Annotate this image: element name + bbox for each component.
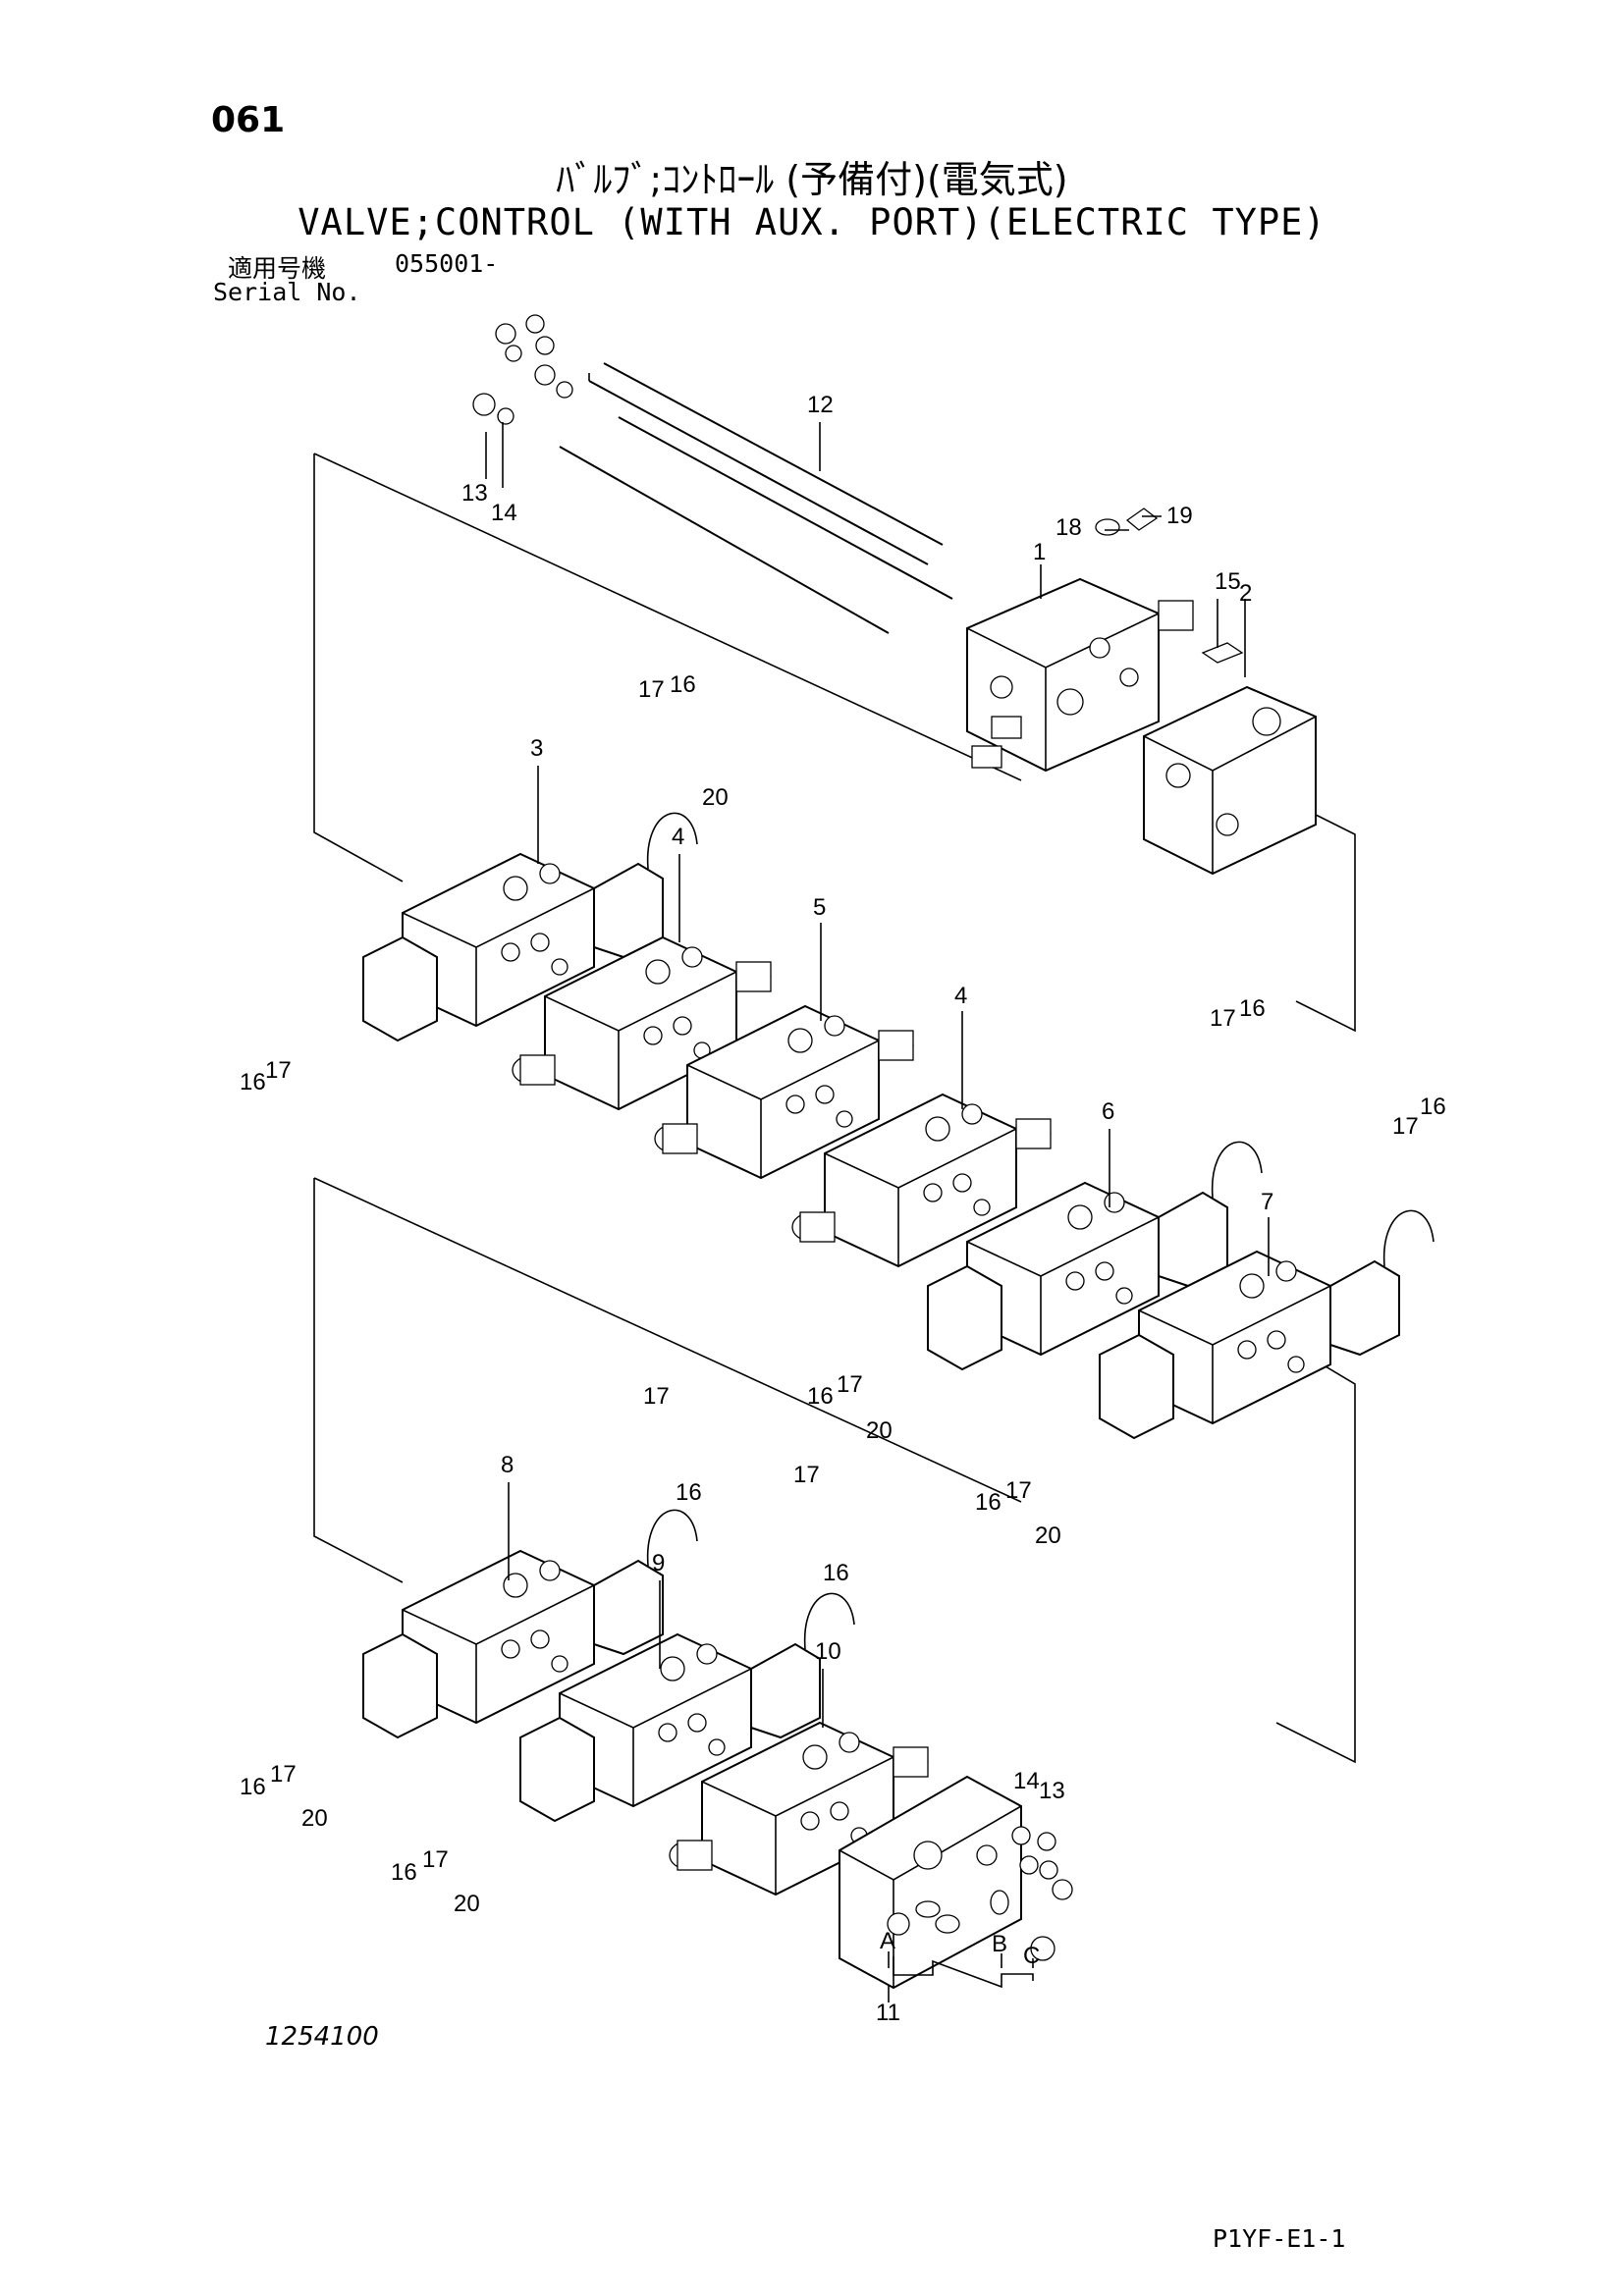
label-14: 14 bbox=[1013, 1768, 1040, 1794]
label-16: 16 bbox=[1420, 1094, 1446, 1120]
label-8: 8 bbox=[501, 1452, 514, 1478]
label-17: 17 bbox=[1392, 1113, 1419, 1140]
leader-lines bbox=[485, 422, 1270, 1968]
label-17: 17 bbox=[1005, 1477, 1032, 1504]
label-3: 3 bbox=[530, 735, 543, 762]
label-4: 4 bbox=[672, 824, 684, 850]
label-17: 17 bbox=[638, 676, 665, 703]
label-20: 20 bbox=[454, 1891, 480, 1917]
label-16: 16 bbox=[676, 1479, 702, 1506]
tie-rods bbox=[472, 314, 953, 634]
page-number: 061 bbox=[211, 100, 286, 140]
label-17: 17 bbox=[265, 1057, 292, 1084]
label-20: 20 bbox=[1035, 1522, 1061, 1549]
label-20: 20 bbox=[866, 1417, 893, 1444]
part-labels: 12 13 14 18 19 1 15 2 3 17 16 20 4 16 17… bbox=[240, 392, 1446, 2026]
label-20: 20 bbox=[702, 784, 729, 811]
outlet-housing bbox=[1095, 507, 1317, 876]
inlet-housing bbox=[966, 577, 1194, 773]
part-11-bracket bbox=[893, 1956, 1034, 1989]
label-10: 10 bbox=[815, 1638, 841, 1665]
label-7: 7 bbox=[1261, 1189, 1273, 1215]
label-17: 17 bbox=[1210, 1005, 1236, 1032]
label-20: 20 bbox=[301, 1805, 328, 1832]
label-B: B bbox=[992, 1931, 1007, 1957]
assembly-guide-lines bbox=[313, 453, 1356, 1764]
page-code: P1YF-E1-1 bbox=[1213, 2224, 1346, 2253]
serial-label-japanese: 適用号機 bbox=[228, 254, 327, 283]
label-17: 17 bbox=[270, 1761, 297, 1788]
label-16: 16 bbox=[1239, 995, 1266, 1022]
label-15: 15 bbox=[1215, 568, 1241, 595]
title-japanese: ﾊﾞﾙﾌﾞ;ｺﾝﾄﾛｰﾙ (予備付)(電気式) bbox=[556, 158, 1068, 201]
label-A: A bbox=[880, 1928, 895, 1954]
label-1: 1 bbox=[1033, 539, 1046, 565]
label-14: 14 bbox=[491, 500, 517, 526]
label-12: 12 bbox=[807, 392, 834, 418]
label-6: 6 bbox=[1102, 1098, 1114, 1125]
label-13: 13 bbox=[1039, 1778, 1065, 1804]
end-plate bbox=[839, 1775, 1073, 1990]
title-english: VALVE;CONTROL (WITH AUX. PORT)(ELECTRIC … bbox=[298, 201, 1326, 243]
label-16: 16 bbox=[670, 671, 696, 698]
label-17: 17 bbox=[643, 1383, 670, 1410]
label-4: 4 bbox=[954, 983, 967, 1009]
label-5: 5 bbox=[813, 894, 826, 921]
label-18: 18 bbox=[1056, 514, 1082, 541]
serial-label-english: Serial No. bbox=[213, 278, 361, 306]
label-16: 16 bbox=[975, 1489, 1001, 1516]
serial-number-range: 055001- bbox=[395, 249, 499, 278]
label-17: 17 bbox=[837, 1371, 863, 1398]
label-11: 11 bbox=[876, 2000, 900, 2026]
label-16: 16 bbox=[391, 1859, 417, 1886]
label-16: 16 bbox=[823, 1560, 849, 1586]
label-19: 19 bbox=[1166, 503, 1193, 529]
label-16: 16 bbox=[240, 1774, 266, 1800]
label-17: 17 bbox=[793, 1462, 820, 1488]
label-16: 16 bbox=[807, 1383, 834, 1410]
label-16: 16 bbox=[240, 1069, 266, 1095]
label-17: 17 bbox=[422, 1846, 449, 1873]
drawing-number: 1254100 bbox=[265, 2022, 379, 2052]
spool-sections bbox=[362, 812, 1435, 1896]
label-2: 2 bbox=[1239, 580, 1252, 607]
label-C: C bbox=[1023, 1943, 1040, 1969]
label-9: 9 bbox=[652, 1550, 665, 1576]
label-13: 13 bbox=[461, 480, 488, 507]
